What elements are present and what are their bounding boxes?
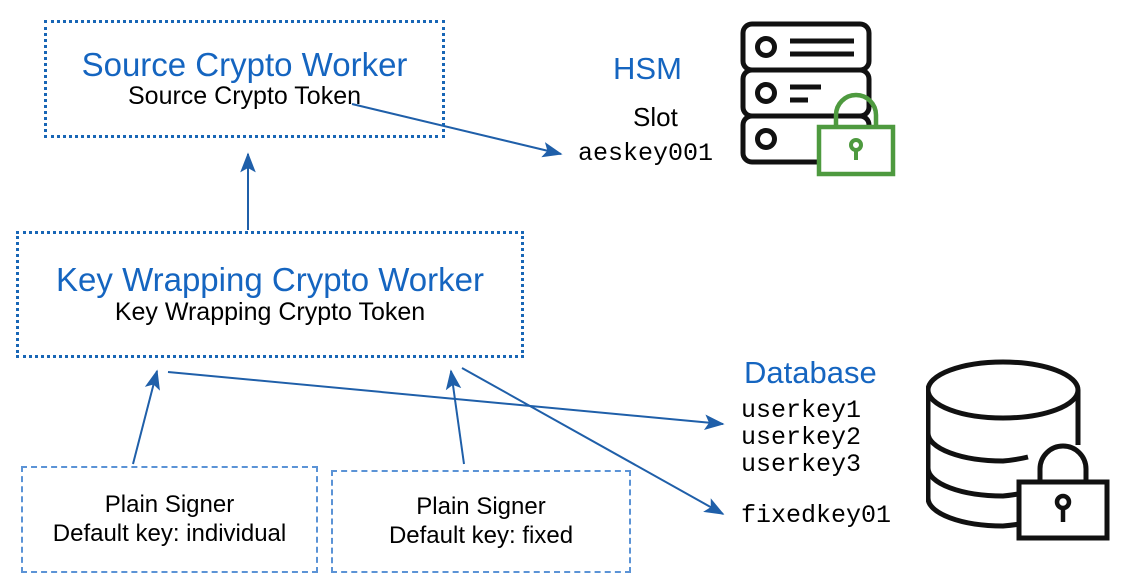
- plain-signer-fixed-line1: Plain Signer: [416, 492, 546, 520]
- arrow-keywrap-to-userkeys: [167, 371, 725, 431]
- key-wrapping-crypto-worker-box[interactable]: Key Wrapping Crypto Worker Key Wrapping …: [16, 231, 524, 358]
- hsm-slot-label: Slot: [633, 102, 678, 132]
- key-wrapping-crypto-worker-title: Key Wrapping Crypto Worker: [56, 261, 484, 299]
- database-key-3: userkey3: [741, 450, 862, 479]
- source-crypto-token-label: Source Crypto Token: [128, 82, 361, 111]
- plain-signer-fixed-box[interactable]: Plain Signer Default key: fixed: [331, 470, 631, 573]
- database-key-1: userkey1: [741, 396, 862, 425]
- source-crypto-worker-box[interactable]: Source Crypto Worker Source Crypto Token: [44, 20, 445, 138]
- plain-signer-fixed-line2: Default key: fixed: [388, 521, 574, 549]
- green-padlock-icon: [816, 92, 896, 177]
- plain-signer-individual-line1: Plain Signer: [104, 490, 235, 518]
- source-crypto-worker-title: Source Crypto Worker: [81, 45, 408, 83]
- database-key-2: userkey2: [741, 423, 862, 452]
- plain-signer-individual-box[interactable]: Plain Signer Default key: individual: [21, 466, 318, 573]
- key-wrapping-crypto-token-label: Key Wrapping Crypto Token: [114, 297, 426, 326]
- database-fixed-key: fixedkey01: [741, 501, 892, 530]
- arrow-signer-individual-to-keywrap: [132, 369, 160, 465]
- server-rack-icon: [740, 21, 872, 165]
- plain-signer-individual-line2: Default key: individual: [52, 519, 287, 547]
- hsm-key-name: aeskey001: [578, 139, 714, 168]
- database-heading: Database: [744, 355, 877, 390]
- black-padlock-icon: [1016, 443, 1110, 541]
- database-cylinder-icon: [926, 359, 1081, 529]
- hsm-heading: HSM: [613, 51, 682, 86]
- arrow-signer-fixed-to-keywrap: [445, 369, 465, 465]
